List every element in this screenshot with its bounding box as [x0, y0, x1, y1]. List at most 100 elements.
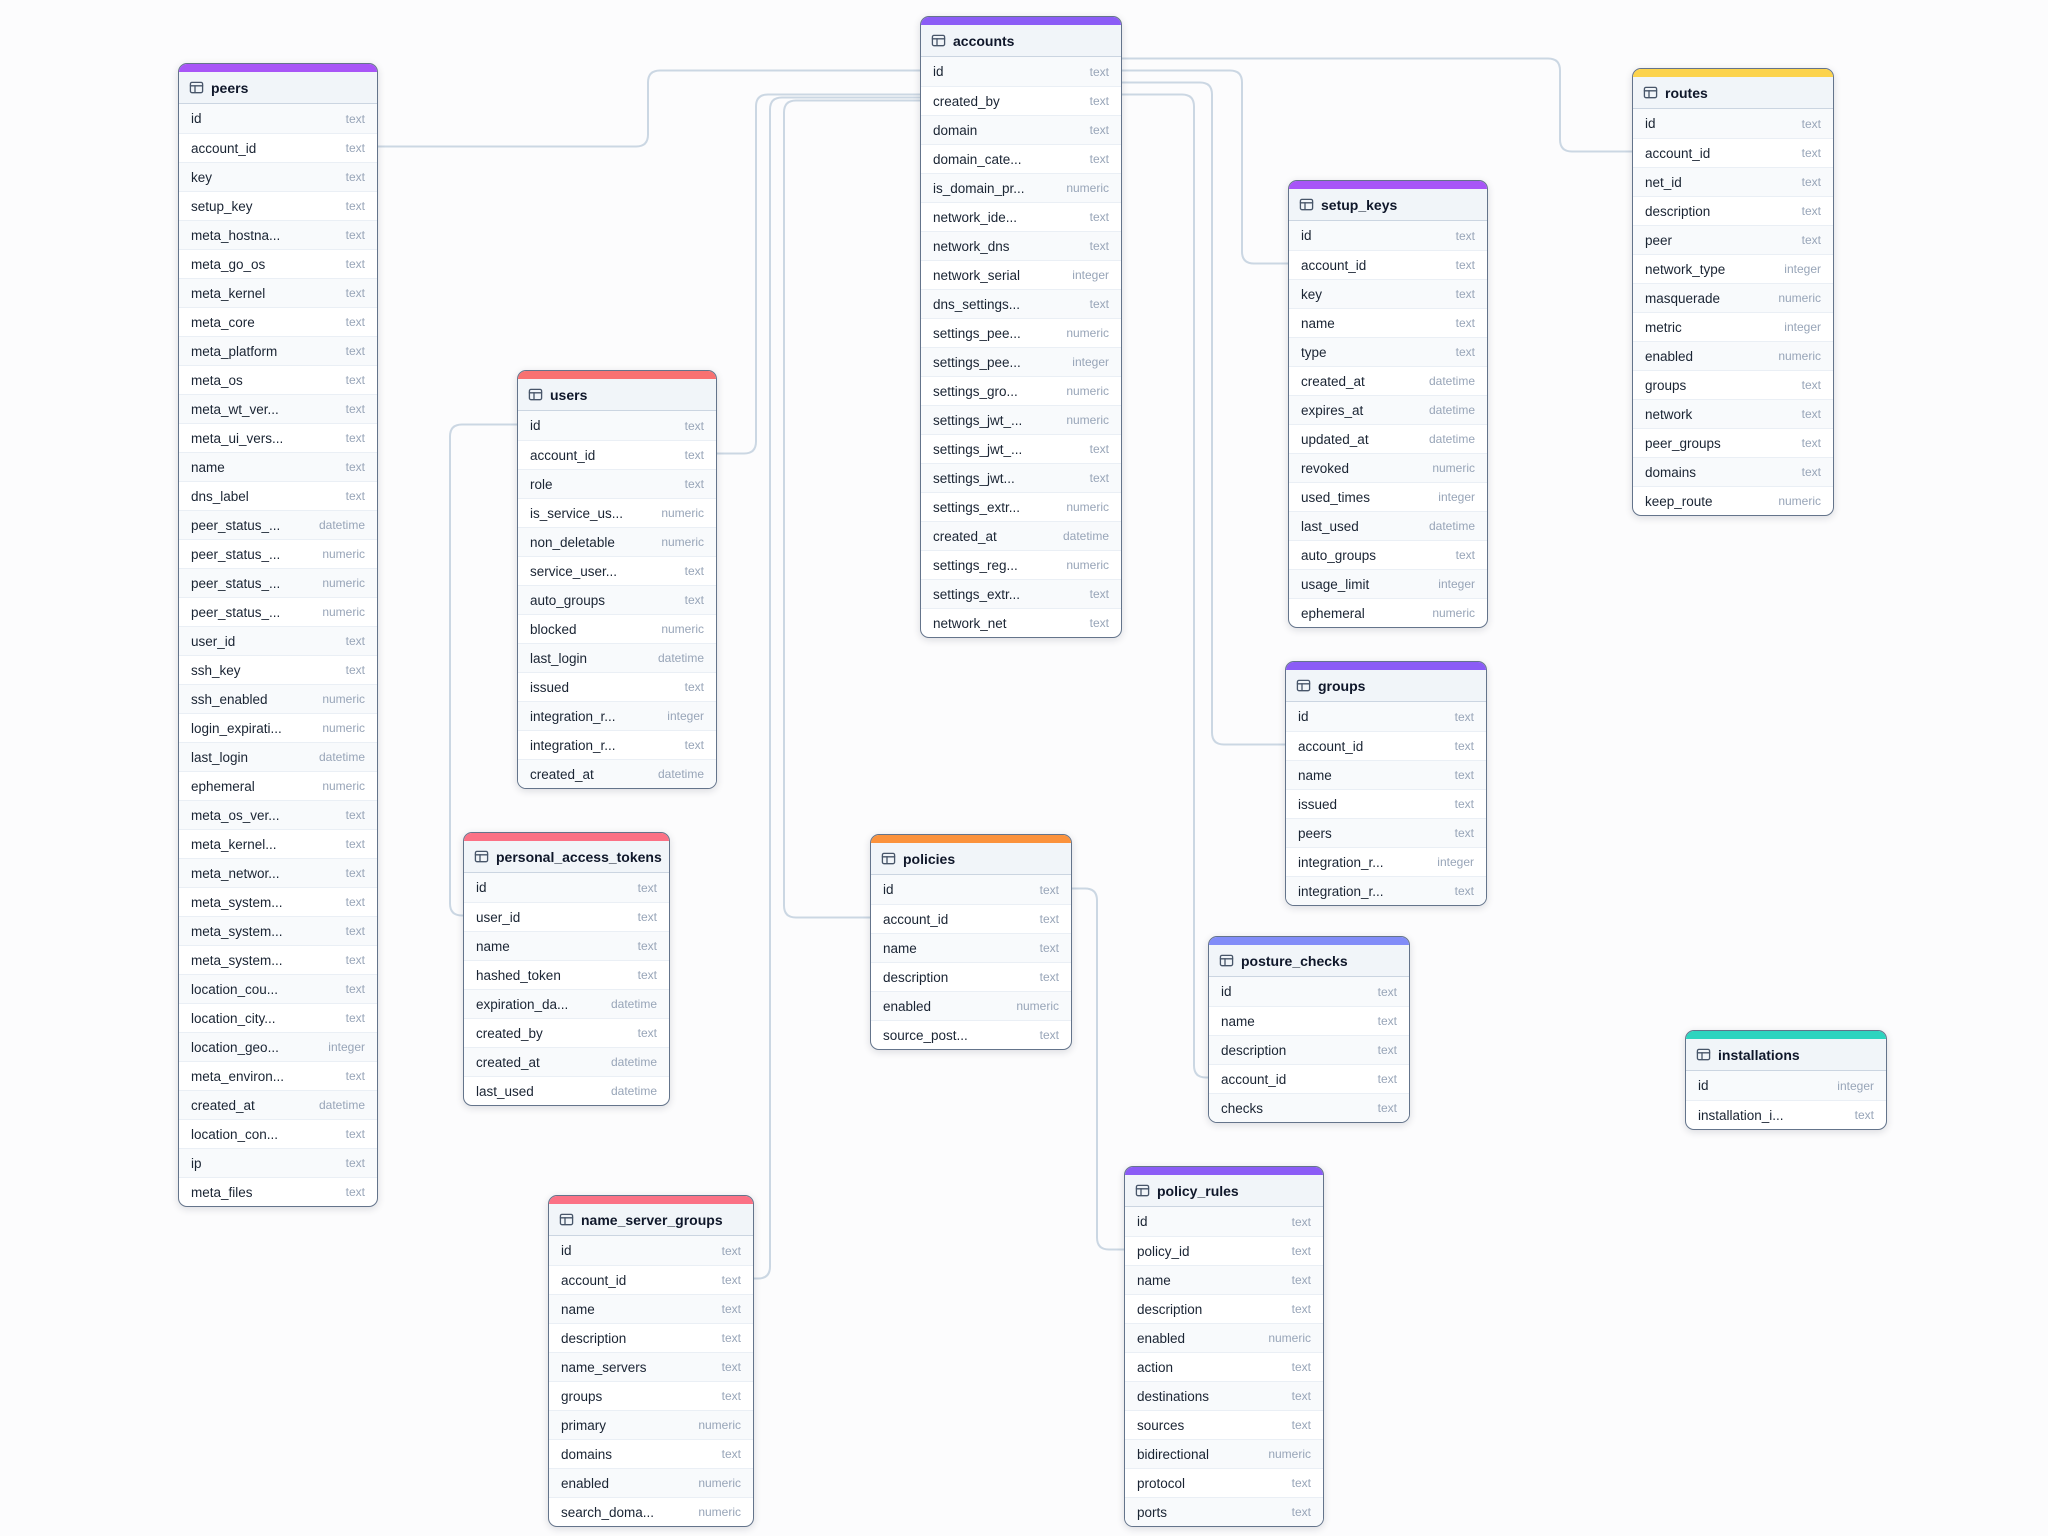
field-type: datetime	[1428, 432, 1475, 446]
field-type: numeric	[1778, 291, 1821, 305]
field-type: numeric	[1268, 1447, 1311, 1461]
table-color-bar	[1125, 1167, 1323, 1175]
table-header-users[interactable]: users	[518, 379, 716, 411]
relationship-peers.account_id-to-accounts.id	[376, 69, 920, 148]
table-header-policy_rules[interactable]: policy_rules	[1125, 1175, 1323, 1207]
field-type: text	[721, 1360, 741, 1374]
field-name: meta_system...	[191, 894, 283, 910]
field-name: enabled	[1645, 348, 1694, 364]
field-type: integer	[1437, 855, 1474, 869]
field-name: created_at	[530, 766, 594, 782]
field-type: text	[1089, 123, 1109, 137]
field-name: account_id	[561, 1272, 627, 1288]
field-name: location_city...	[191, 1010, 276, 1026]
field-row-meta_os_ver...: meta_os_ver...text	[179, 800, 377, 829]
field-type: text	[1377, 1014, 1397, 1028]
field-row-meta_system...: meta_system...text	[179, 887, 377, 916]
field-name: network_dns	[933, 238, 1010, 254]
table-header-posture_checks[interactable]: posture_checks	[1209, 945, 1409, 977]
field-row-integration_r...: integration_r...integer	[518, 701, 716, 730]
field-name: meta_system...	[191, 923, 283, 939]
field-type: text	[1454, 797, 1474, 811]
table-header-peers[interactable]: peers	[179, 72, 377, 104]
field-type: text	[1801, 175, 1821, 189]
field-name: domain	[933, 122, 978, 138]
table-header-installations[interactable]: installations	[1686, 1039, 1886, 1071]
field-name: created_at	[476, 1054, 540, 1070]
field-name: id	[476, 880, 487, 895]
table-header-name_server_groups[interactable]: name_server_groups	[549, 1204, 753, 1236]
field-name: ephemeral	[191, 778, 255, 794]
table-header-policies[interactable]: policies	[871, 843, 1071, 875]
field-name: name	[476, 938, 510, 954]
field-name: metric	[1645, 319, 1682, 335]
field-type: text	[345, 1011, 365, 1025]
field-type: numeric	[322, 692, 365, 706]
field-name: updated_at	[1301, 431, 1369, 447]
field-name: created_at	[933, 528, 997, 544]
field-type: datetime	[1428, 374, 1475, 388]
field-row-meta_wt_ver...: meta_wt_ver...text	[179, 394, 377, 423]
field-type: text	[1089, 442, 1109, 456]
field-type: text	[684, 477, 704, 491]
field-name: meta_go_os	[191, 256, 266, 272]
field-type: text	[345, 402, 365, 416]
field-type: numeric	[661, 506, 704, 520]
field-name: name_servers	[561, 1359, 647, 1375]
field-name: description	[1137, 1301, 1203, 1317]
table-header-personal_access_tokens[interactable]: personal_access_tokens	[464, 841, 669, 873]
field-type: text	[1089, 152, 1109, 166]
field-name: settings_reg...	[933, 557, 1018, 573]
field-type: text	[1801, 436, 1821, 450]
table-header-accounts[interactable]: accounts	[921, 25, 1121, 57]
table-header-setup_keys[interactable]: setup_keys	[1289, 189, 1487, 221]
field-name: meta_os	[191, 372, 243, 388]
field-type: text	[345, 866, 365, 880]
field-type: text	[721, 1331, 741, 1345]
field-name: expires_at	[1301, 402, 1364, 418]
field-type: numeric	[661, 535, 704, 549]
table-header-routes[interactable]: routes	[1633, 77, 1833, 109]
field-row-peer_status_...: peer_status_...datetime	[179, 510, 377, 539]
field-name: meta_kernel	[191, 285, 266, 301]
field-type: text	[1089, 64, 1109, 79]
field-name: name	[191, 459, 225, 475]
field-row-meta_hostna...: meta_hostna...text	[179, 220, 377, 249]
field-type: text	[1801, 465, 1821, 479]
field-row-installation_i...: installation_i...text	[1686, 1100, 1886, 1129]
field-row-expiration_da...: expiration_da...datetime	[464, 989, 669, 1018]
relationship-accounts.id-to-setup_keys.account_id	[1120, 69, 1288, 265]
table-title: peers	[211, 79, 249, 96]
table-header-groups[interactable]: groups	[1286, 670, 1486, 702]
relationship-policies.id-to-policy_rules.policy_id	[1070, 887, 1124, 1251]
field-type: text	[1291, 1476, 1311, 1490]
